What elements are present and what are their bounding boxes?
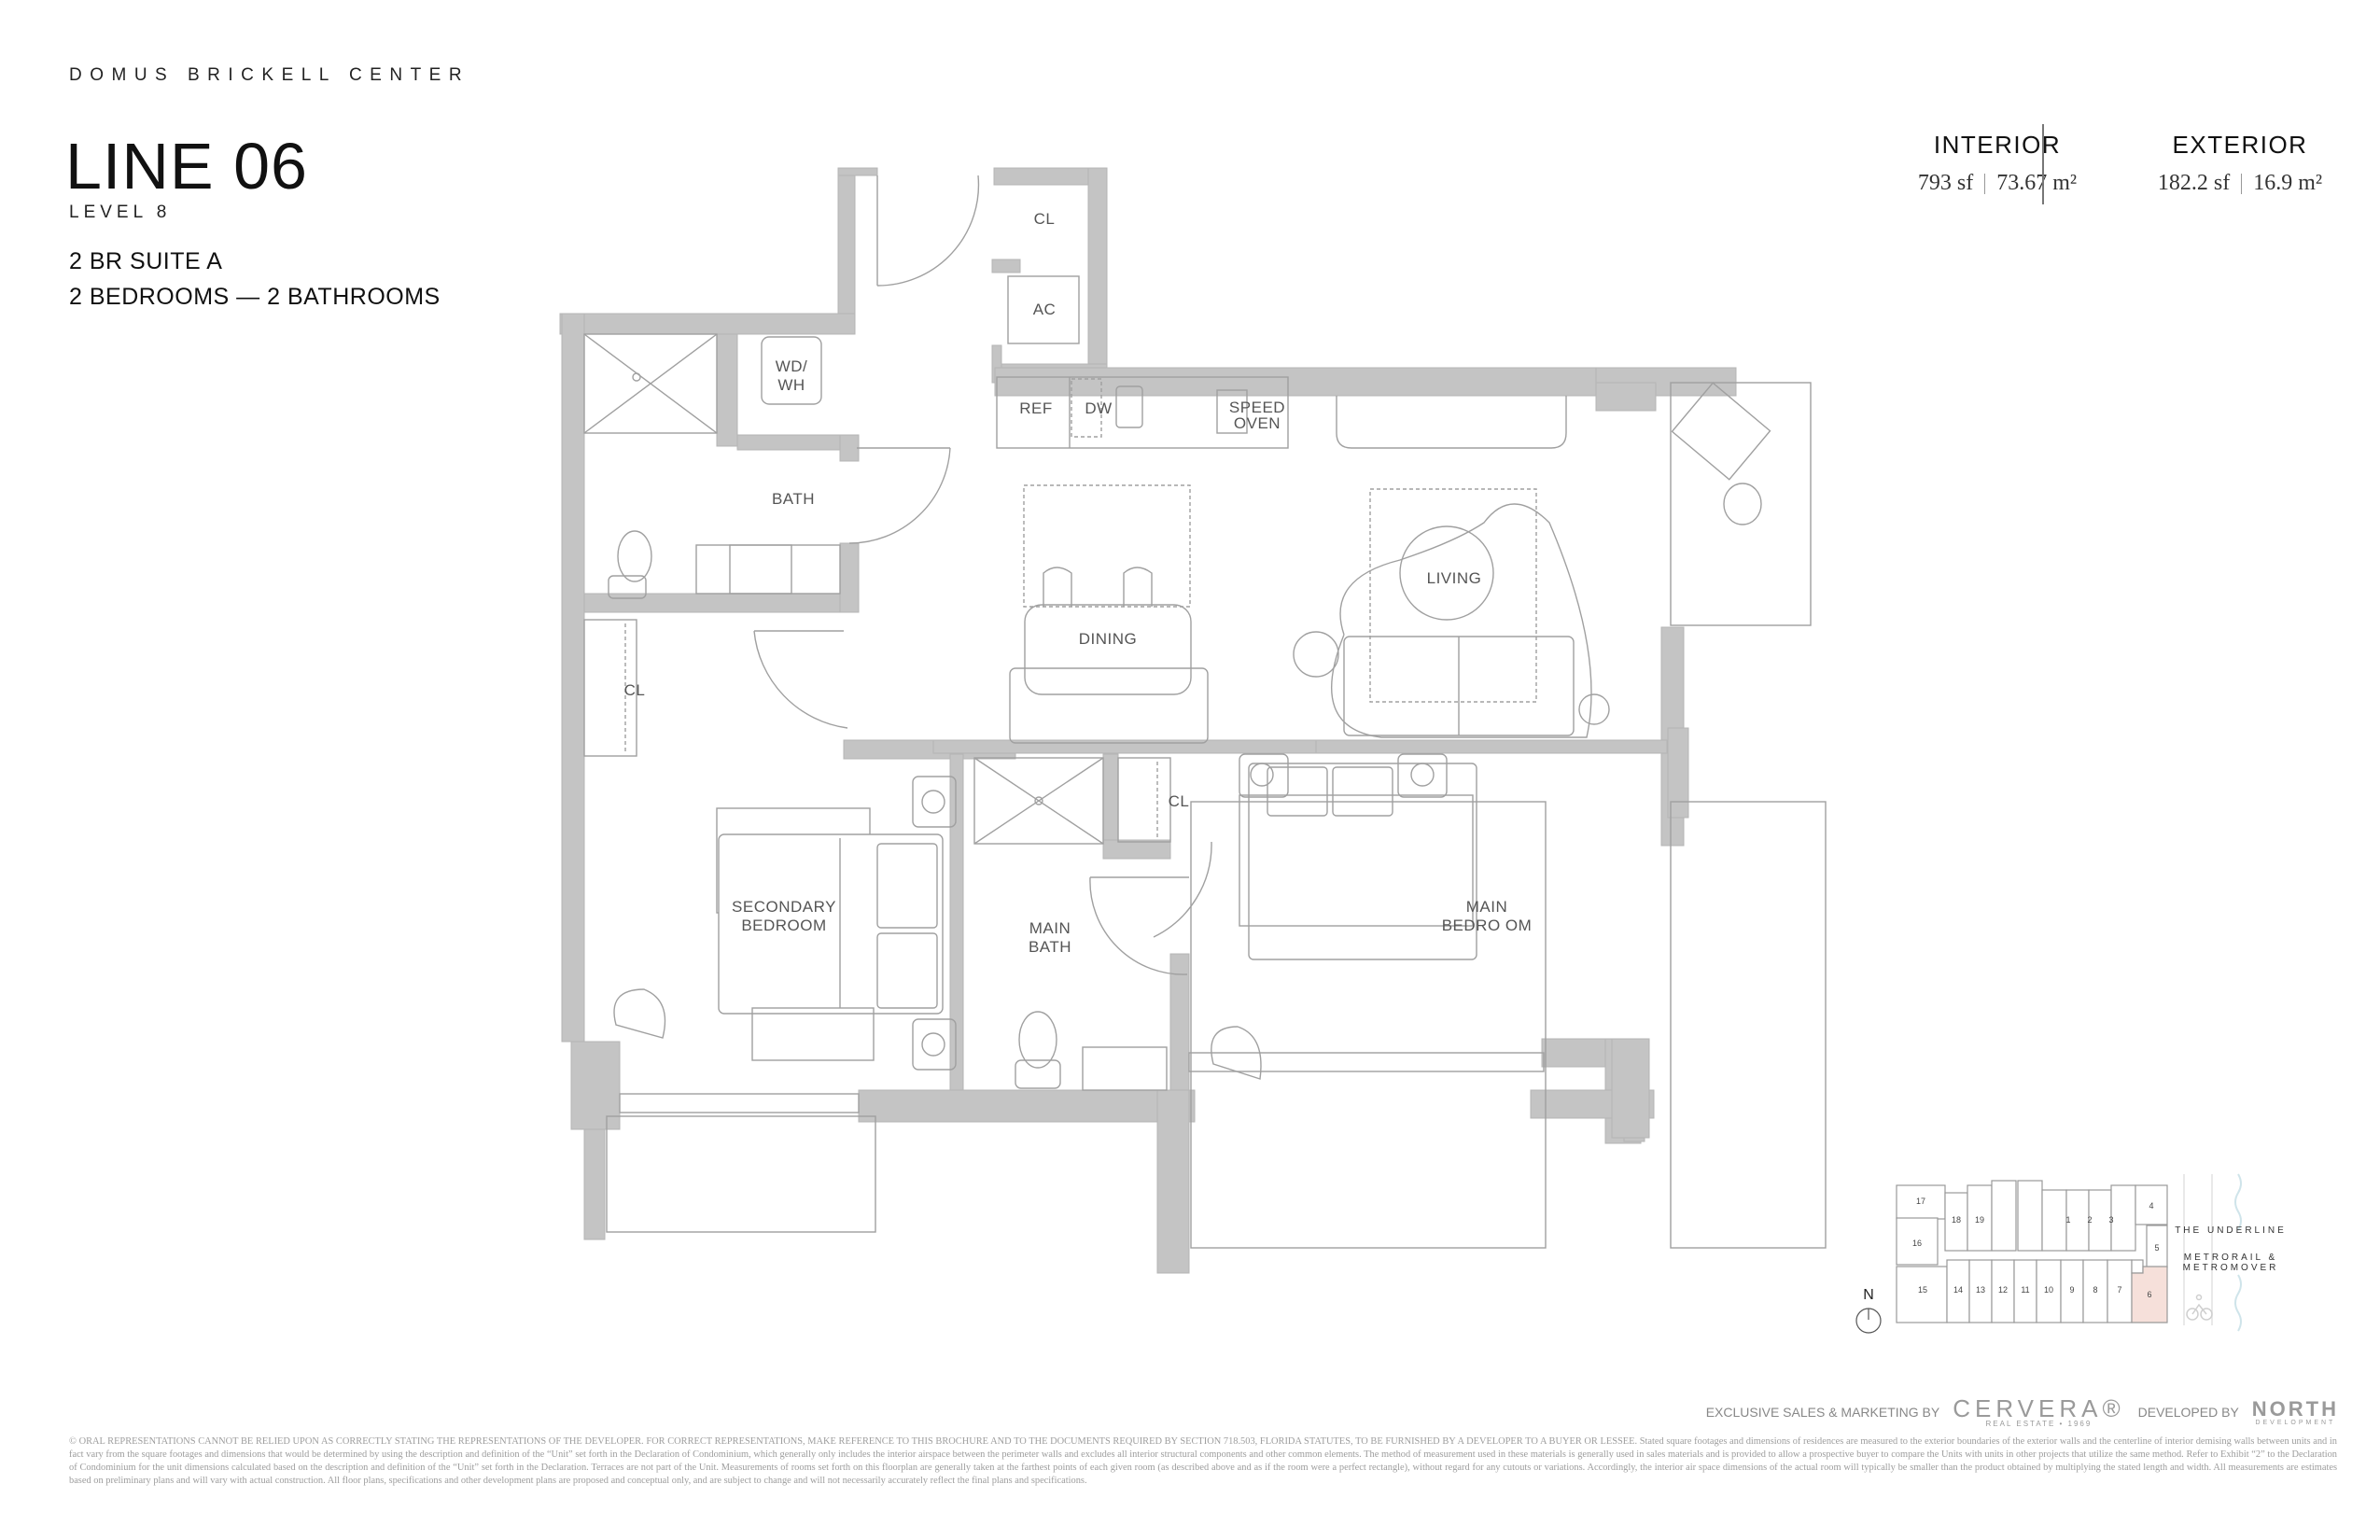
label-dw: DW	[1085, 399, 1112, 417]
svg-text:12: 12	[1998, 1285, 2008, 1295]
label-speed-oven-1: SPEED	[1229, 399, 1285, 416]
key-plan: N 1	[1855, 1173, 2287, 1334]
interior-area: INTERIOR 793 sf 73.67 m²	[1885, 131, 2109, 196]
label-cl-entry: CL	[1034, 210, 1056, 228]
label-cl-main: CL	[1169, 792, 1190, 810]
legal-disclaimer: © ORAL REPRESENTATIONS CANNOT BE RELIED …	[69, 1436, 2337, 1486]
label-ac: AC	[1033, 301, 1057, 318]
svg-text:2: 2	[2087, 1215, 2092, 1225]
label-wd-wh-1: WD/	[776, 357, 808, 375]
svg-text:7: 7	[2117, 1285, 2121, 1295]
exterior-m2: 16.9 m²	[2253, 171, 2323, 195]
area-divider	[2042, 124, 2044, 204]
label-speed-oven-2: OVEN	[1234, 414, 1281, 432]
svg-text:6: 6	[2147, 1290, 2151, 1299]
label-main-bedroom-1: MAIN	[1466, 898, 1508, 916]
compass-label: N	[1863, 1287, 1874, 1303]
fixtures	[583, 175, 1827, 1249]
label-ref: REF	[1019, 399, 1053, 417]
street-metrorail-1: METRORAIL &	[2184, 1253, 2277, 1263]
label-main-bath-1: MAIN	[1029, 919, 1071, 937]
exterior-values: 182.2 sf 16.9 m²	[2128, 171, 2352, 196]
svg-text:14: 14	[1953, 1285, 1963, 1295]
level-label: LEVEL 8	[69, 203, 172, 222]
svg-text:5: 5	[2154, 1243, 2159, 1253]
svg-text:17: 17	[1916, 1197, 1925, 1206]
street-underline: THE UNDERLINE	[2175, 1225, 2287, 1236]
svg-text:11: 11	[2021, 1285, 2029, 1295]
svg-text:4: 4	[2149, 1201, 2153, 1211]
project-name: DOMUS BRICKELL CENTER	[69, 65, 470, 85]
interior-m2: 73.67 m²	[1996, 171, 2078, 195]
value-separator	[1984, 174, 1986, 195]
svg-text:10: 10	[2044, 1285, 2053, 1295]
svg-text:15: 15	[1918, 1285, 1927, 1295]
label-main-bath-2: BATH	[1029, 938, 1071, 956]
svg-text:8: 8	[2093, 1285, 2097, 1295]
label-cl-hall: CL	[624, 681, 646, 699]
sales-prefix: EXCLUSIVE SALES & MARKETING BY	[1705, 1405, 1940, 1420]
value-separator	[2241, 174, 2243, 195]
exterior-sf: 182.2 sf	[2157, 171, 2231, 195]
water-wave-icon	[2234, 1274, 2242, 1332]
svg-text:1: 1	[2065, 1215, 2070, 1225]
interior-sf: 793 sf	[1917, 171, 1974, 195]
label-secondary-bedroom-2: BEDROOM	[741, 917, 826, 934]
bed-bath-count: 2 BEDROOMS — 2 BATHROOMS	[69, 284, 441, 310]
cervera-logo: CERVERA® REAL ESTATE • 1969	[1953, 1394, 2125, 1428]
svg-text:19: 19	[1975, 1215, 1984, 1225]
room-labels: CL AC WD/ WH REF DW SPEED OVEN BATH DINI…	[624, 210, 1533, 956]
label-main-bedroom-2: BEDRO OM	[1442, 917, 1533, 934]
svg-text:13: 13	[1976, 1285, 1985, 1295]
north-logo: NORTH DEVELOPMENT	[2251, 1396, 2339, 1426]
bicycle-icon	[2186, 1294, 2213, 1321]
label-secondary-bedroom-1: SECONDARY	[732, 898, 836, 916]
label-bath: BATH	[772, 490, 815, 508]
label-living: LIVING	[1427, 569, 1482, 587]
walls	[559, 167, 1737, 1274]
water-wave-icon	[2234, 1173, 2242, 1231]
line-title: LINE 06	[65, 130, 308, 203]
suite-type: 2 BR SUITE A	[69, 248, 223, 274]
svg-text:3: 3	[2108, 1215, 2113, 1225]
exterior-area: EXTERIOR 182.2 sf 16.9 m²	[2128, 131, 2352, 196]
label-wd-wh-2: WH	[777, 376, 805, 394]
exterior-label: EXTERIOR	[2172, 131, 2308, 159]
interior-label: INTERIOR	[1933, 131, 2062, 159]
svg-text:9: 9	[2069, 1285, 2074, 1295]
street-metrorail-2: METROMOVER	[2183, 1263, 2279, 1273]
interior-values: 793 sf 73.67 m²	[1885, 171, 2109, 196]
dev-prefix: DEVELOPED BY	[2137, 1405, 2239, 1420]
svg-text:18: 18	[1952, 1215, 1961, 1225]
credits: EXCLUSIVE SALES & MARKETING BY CERVERA® …	[1706, 1396, 2339, 1428]
label-dining: DINING	[1079, 630, 1138, 648]
highlighted-unit	[2131, 1266, 2168, 1323]
svg-text:16: 16	[1912, 1239, 1922, 1248]
